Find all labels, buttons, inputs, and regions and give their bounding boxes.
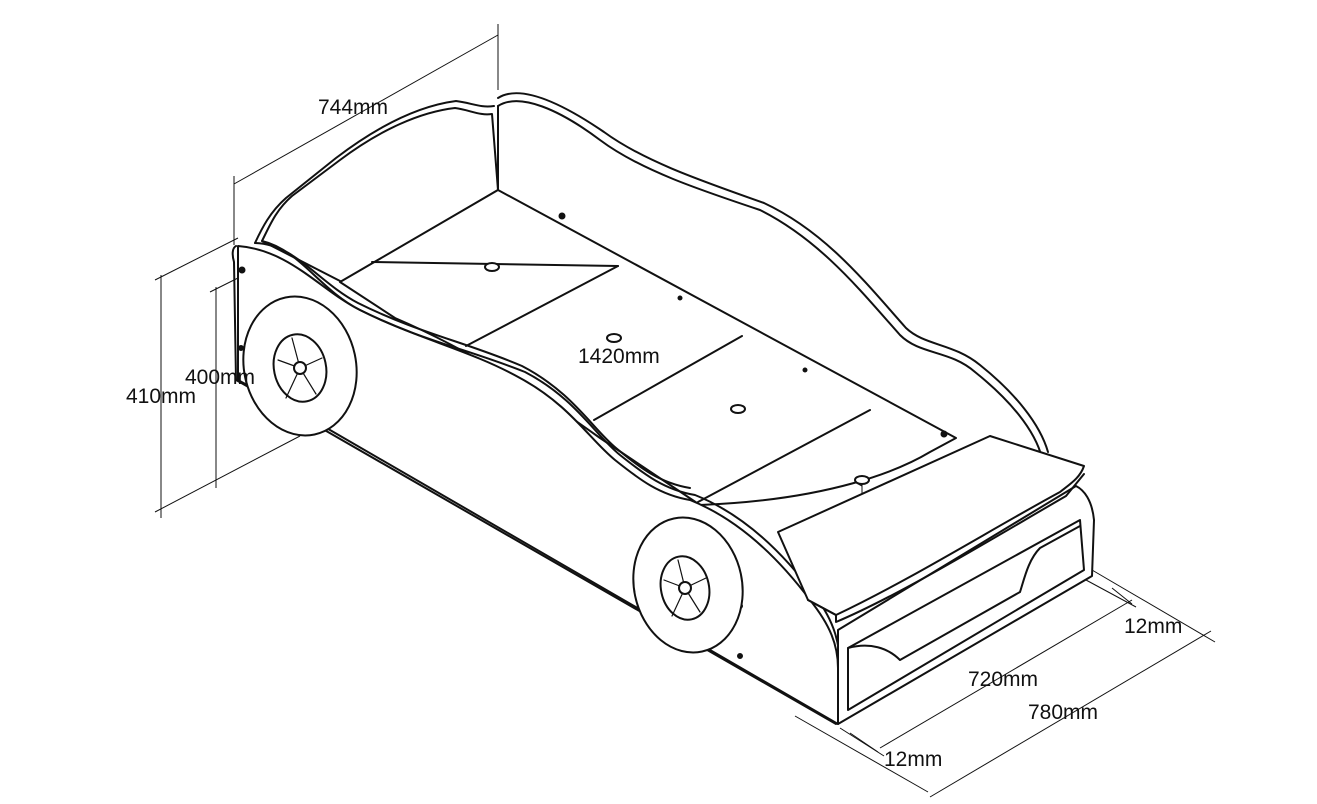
label-top-width: 744mm bbox=[318, 96, 388, 119]
foot-panel bbox=[837, 485, 1095, 725]
dim-tick-12-right bbox=[1111, 587, 1133, 605]
slat-hole-3 bbox=[730, 404, 746, 414]
rear-wheel-hub bbox=[293, 361, 307, 375]
slat-joint-1 bbox=[465, 265, 619, 347]
dim-line-780 bbox=[929, 630, 1212, 798]
label-height-outer: 410mm bbox=[126, 385, 196, 408]
rear-wheel-rim bbox=[272, 333, 328, 403]
ext-line-780-left bbox=[794, 715, 929, 793]
far-side-top-edge bbox=[497, 100, 1043, 459]
screw-4 bbox=[940, 430, 948, 438]
label-length: 1420mm bbox=[578, 345, 660, 368]
dim-tick-12-left bbox=[849, 732, 879, 753]
headboard-face bbox=[261, 107, 499, 283]
slat-hole-4 bbox=[854, 475, 870, 485]
screw-3 bbox=[802, 367, 808, 373]
screw-2 bbox=[677, 295, 683, 301]
slat-hole-2 bbox=[606, 333, 622, 343]
foot-end bbox=[777, 435, 1095, 725]
dim-line-744 bbox=[233, 34, 499, 185]
ext-line-400-top bbox=[209, 276, 241, 293]
label-thickness-right: 12mm bbox=[1124, 615, 1182, 638]
label-thickness-left: 12mm bbox=[884, 748, 942, 771]
far-side-panel bbox=[497, 92, 1049, 459]
dimension-labels: 744mm 1420mm 410mm 400mm 12mm 720mm 780m… bbox=[126, 96, 1182, 771]
dim-line-720 bbox=[879, 599, 1133, 749]
back-panel bbox=[254, 100, 499, 283]
slat-joint-3 bbox=[697, 409, 871, 503]
spoiler-edge bbox=[807, 473, 1085, 623]
near-side-bottom-edge bbox=[231, 245, 837, 725]
front-wheel bbox=[632, 516, 744, 654]
side-screw-4 bbox=[737, 653, 743, 659]
ext-line-780-right bbox=[1091, 569, 1216, 643]
slat-joint-2 bbox=[593, 335, 743, 421]
label-outer-width: 780mm bbox=[1028, 701, 1098, 724]
ext-line-410-top bbox=[154, 237, 239, 281]
front-wheel-rim bbox=[659, 555, 711, 621]
ext-line-720-right bbox=[1085, 579, 1137, 608]
foot-panel-cutout bbox=[847, 525, 1081, 661]
label-inner-width: 720mm bbox=[968, 668, 1038, 691]
headboard-outer-edge bbox=[254, 100, 495, 244]
screw-1 bbox=[558, 212, 566, 220]
far-side-top-edge-outer bbox=[497, 92, 1049, 453]
side-screw-1 bbox=[238, 266, 246, 274]
rear-wheel bbox=[242, 295, 358, 437]
foot-panel-inset bbox=[847, 519, 1085, 711]
ext-line-410-bottom bbox=[154, 435, 301, 513]
spoiler-top bbox=[777, 435, 1085, 616]
front-wheel-hub bbox=[678, 581, 692, 595]
slat-hole-1 bbox=[484, 262, 500, 272]
near-side-top-edge-outer bbox=[254, 242, 691, 489]
label-height-inner: 400mm bbox=[185, 366, 255, 389]
